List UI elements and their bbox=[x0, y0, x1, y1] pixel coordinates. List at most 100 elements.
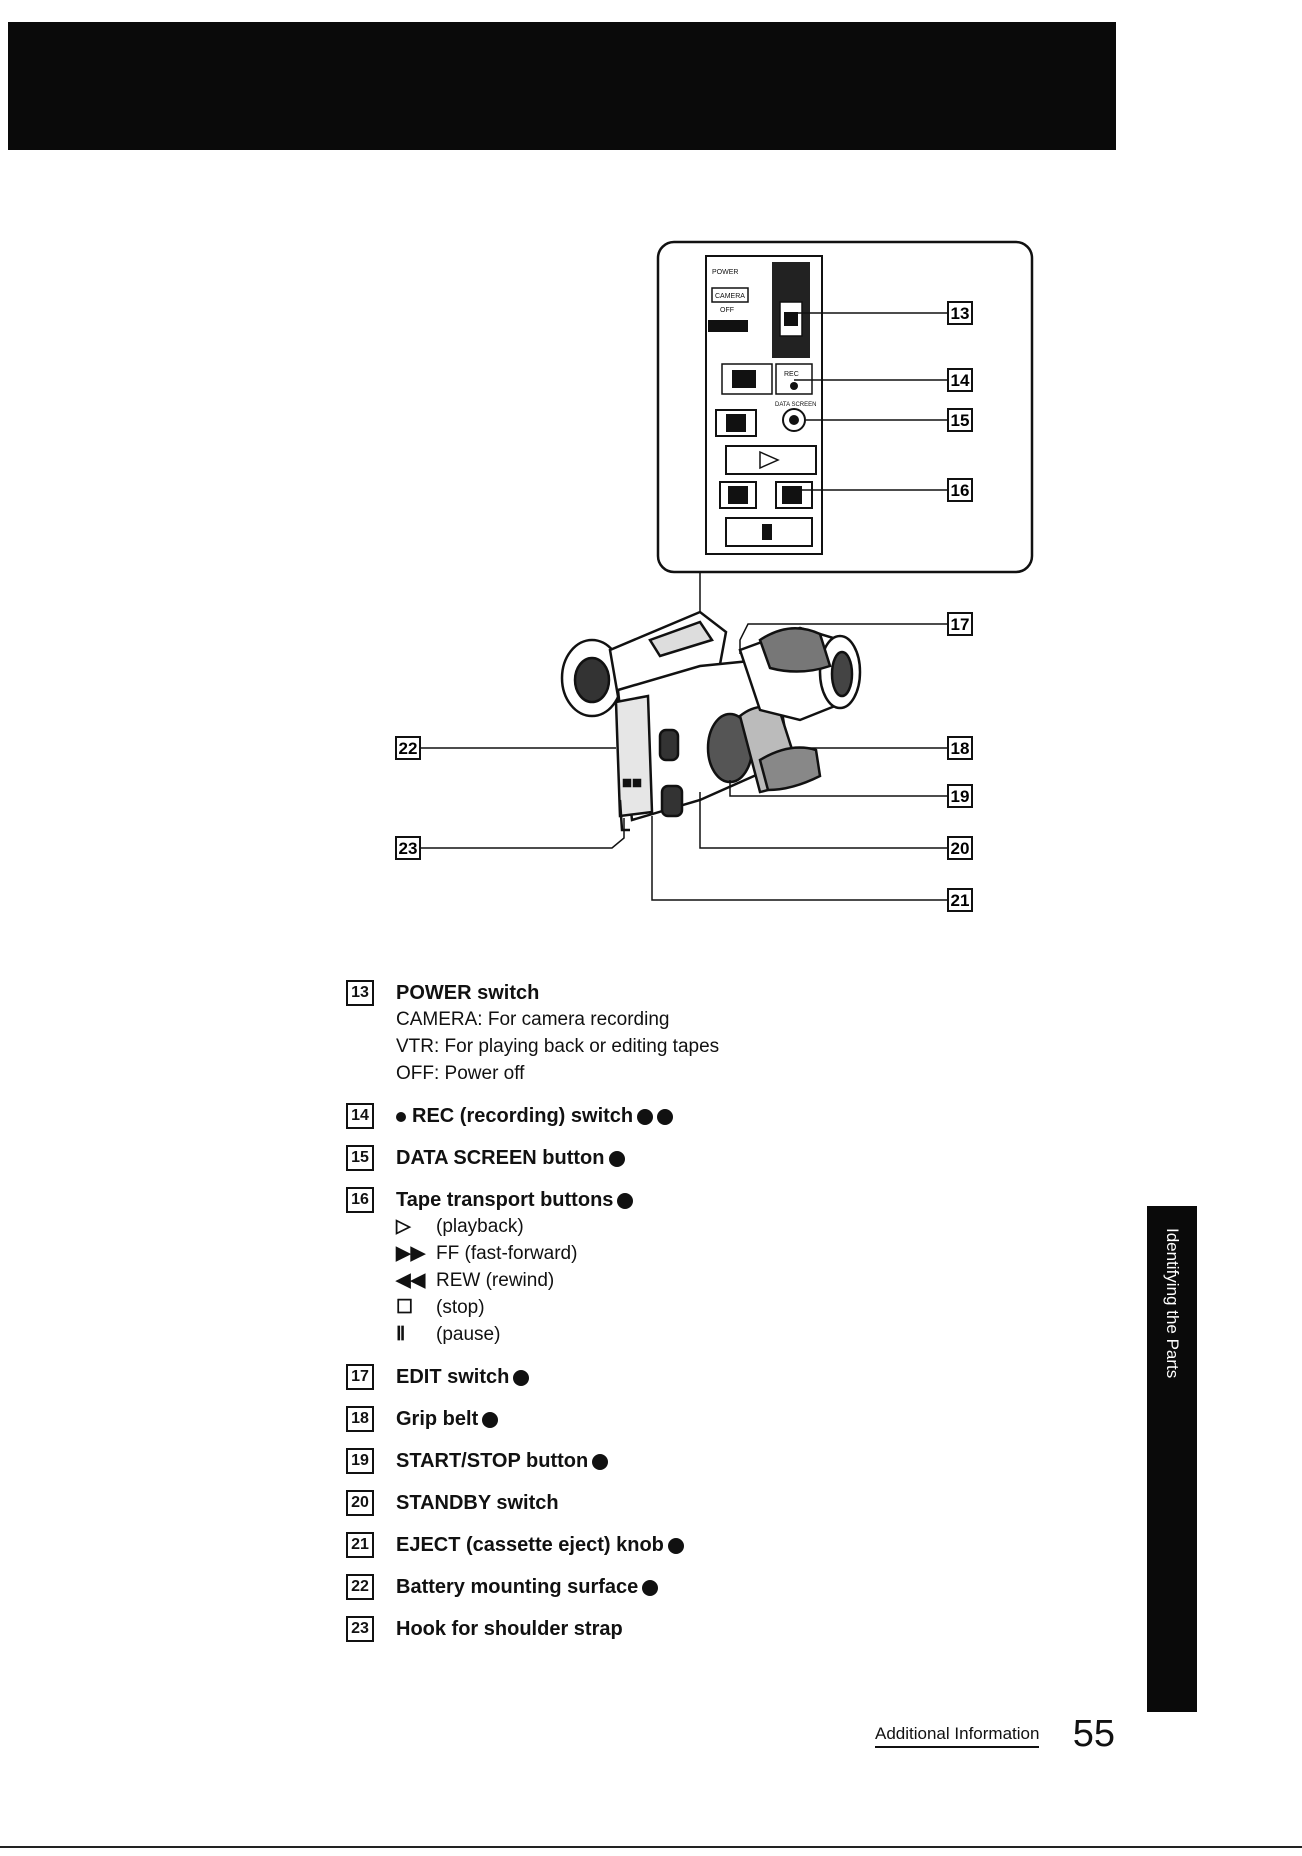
svg-text:15: 15 bbox=[951, 411, 970, 430]
rec-dot-icon bbox=[396, 1111, 406, 1122]
part-item: 16 Tape transport buttons ▷ (playback) ▶▶ FF … bbox=[346, 1187, 966, 1348]
transport-item: Ⅱ (pause) bbox=[396, 1321, 966, 1348]
transport-item: ▷ (playback) bbox=[396, 1213, 966, 1240]
data-screen-panel-label: DATA SCREEN bbox=[775, 402, 816, 408]
part-title-text: Hook for shoulder strap bbox=[396, 1618, 623, 1640]
part-description-line: VTR: For playing back or editing tapes bbox=[396, 1036, 720, 1057]
reference-dot-icon bbox=[513, 1369, 530, 1386]
part-title-text: START/STOP button bbox=[396, 1450, 589, 1472]
page-footer: Additional Information 55 bbox=[875, 1710, 1115, 1756]
part-item: 18 Grip belt bbox=[346, 1406, 966, 1432]
reference-dot-icon bbox=[642, 1579, 659, 1596]
callout-23: 23 bbox=[395, 836, 421, 860]
callout-16: 16 bbox=[947, 478, 973, 502]
part-title: Battery mounting surface bbox=[396, 1574, 966, 1600]
part-title: Hook for shoulder strap bbox=[396, 1616, 966, 1642]
off-panel-label: OFF bbox=[720, 307, 734, 314]
part-title-text: Battery mounting surface bbox=[396, 1576, 639, 1598]
camera-panel-label: CAMERA bbox=[715, 293, 745, 300]
part-item: 17 EDIT switch bbox=[346, 1364, 966, 1390]
transport-item-text: (stop) bbox=[436, 1297, 485, 1318]
part-title-text: Tape transport buttons bbox=[396, 1189, 614, 1211]
callout-21: 21 bbox=[947, 888, 973, 912]
part-description-line: CAMERA: For camera recording bbox=[396, 1009, 670, 1030]
section-side-tab: Identifying the Parts bbox=[1147, 1206, 1197, 1712]
part-number-box: 14 bbox=[346, 1103, 374, 1129]
part-title-text: Grip belt bbox=[396, 1408, 479, 1430]
part-title-text: REC (recording) switch bbox=[412, 1105, 634, 1127]
part-title-text: STANDBY switch bbox=[396, 1492, 559, 1514]
transport-symbol-icon: ▷ bbox=[396, 1216, 411, 1237]
transport-item-text: (playback) bbox=[436, 1216, 524, 1237]
part-title-text: POWER switch bbox=[396, 982, 540, 1004]
transport-item-text: (pause) bbox=[436, 1324, 501, 1345]
part-number-box: 19 bbox=[346, 1448, 374, 1474]
svg-text:17: 17 bbox=[951, 615, 970, 634]
power-panel-label: POWER bbox=[712, 269, 738, 276]
footer-section-label: Additional Information bbox=[875, 1724, 1040, 1748]
reference-dot-icon bbox=[667, 1537, 684, 1554]
part-number-box: 21 bbox=[346, 1532, 374, 1558]
callout-18: 18 bbox=[947, 736, 973, 760]
svg-text:14: 14 bbox=[951, 371, 970, 390]
part-item: 19 START/STOP button bbox=[346, 1448, 966, 1474]
callout-22: 22 bbox=[395, 736, 421, 760]
reference-dot-icon bbox=[608, 1150, 625, 1167]
callout-19: 19 bbox=[947, 784, 973, 808]
svg-text:21: 21 bbox=[951, 891, 970, 910]
part-title-text: EJECT (cassette eject) knob bbox=[396, 1534, 664, 1556]
svg-text:23: 23 bbox=[399, 839, 418, 858]
svg-text:22: 22 bbox=[399, 739, 418, 758]
panel-closeup-frame bbox=[656, 240, 1034, 574]
transport-symbol-icon: ◀◀ bbox=[396, 1270, 426, 1291]
callout-20: 20 bbox=[947, 836, 973, 860]
part-title: DATA SCREEN button bbox=[396, 1145, 966, 1171]
part-title: START/STOP button bbox=[396, 1448, 966, 1474]
part-title: POWER switch bbox=[396, 980, 966, 1006]
part-title: REC (recording) switch bbox=[396, 1103, 966, 1129]
callout-17: 17 bbox=[947, 612, 973, 636]
callout-13: 13 bbox=[947, 301, 973, 325]
callout-15: 15 bbox=[947, 408, 973, 432]
part-number-box: 22 bbox=[346, 1574, 374, 1600]
reference-dot-icon bbox=[617, 1192, 634, 1209]
part-number-box: 16 bbox=[346, 1187, 374, 1213]
reference-dot-icon bbox=[592, 1453, 609, 1470]
part-title: EJECT (cassette eject) knob bbox=[396, 1532, 966, 1558]
page-number: 55 bbox=[1072, 1713, 1115, 1755]
section-tab-label: Identifying the Parts bbox=[1163, 1228, 1182, 1379]
part-number-box: 18 bbox=[346, 1406, 374, 1432]
transport-item: ▶▶ FF (fast-forward) bbox=[396, 1240, 966, 1267]
svg-text:16: 16 bbox=[951, 481, 970, 500]
svg-text:18: 18 bbox=[951, 739, 970, 758]
part-title-text: DATA SCREEN button bbox=[396, 1147, 605, 1169]
part-title-text: EDIT switch bbox=[396, 1366, 510, 1388]
part-number-box: 13 bbox=[346, 980, 374, 1006]
svg-text:20: 20 bbox=[951, 839, 970, 858]
rec-panel-label: REC bbox=[784, 371, 799, 378]
part-item: 22 Battery mounting surface bbox=[346, 1574, 966, 1600]
transport-item-text: REW (rewind) bbox=[436, 1270, 555, 1291]
part-number-box: 15 bbox=[346, 1145, 374, 1171]
control-panel bbox=[705, 255, 823, 555]
part-number-box: 20 bbox=[346, 1490, 374, 1516]
svg-text:13: 13 bbox=[951, 304, 970, 323]
transport-symbol-icon: ▶▶ bbox=[396, 1243, 426, 1264]
part-title: Grip belt bbox=[396, 1406, 966, 1432]
part-item: 21 EJECT (cassette eject) knob bbox=[346, 1532, 966, 1558]
reference-dot-icon bbox=[637, 1108, 654, 1125]
header-bar bbox=[8, 22, 1116, 150]
reference-dot-icon bbox=[657, 1108, 674, 1125]
transport-item-text: FF (fast-forward) bbox=[436, 1243, 578, 1264]
part-number-box: 17 bbox=[346, 1364, 374, 1390]
part-description-line: OFF: Power off bbox=[396, 1063, 525, 1084]
reference-dot-icon bbox=[482, 1411, 499, 1428]
part-title: STANDBY switch bbox=[396, 1490, 966, 1516]
part-title: EDIT switch bbox=[396, 1364, 966, 1390]
bottom-rule bbox=[0, 1846, 1302, 1848]
part-item: 14 REC (recording) switch bbox=[346, 1103, 966, 1129]
transport-symbol-icon: Ⅱ bbox=[396, 1324, 406, 1345]
